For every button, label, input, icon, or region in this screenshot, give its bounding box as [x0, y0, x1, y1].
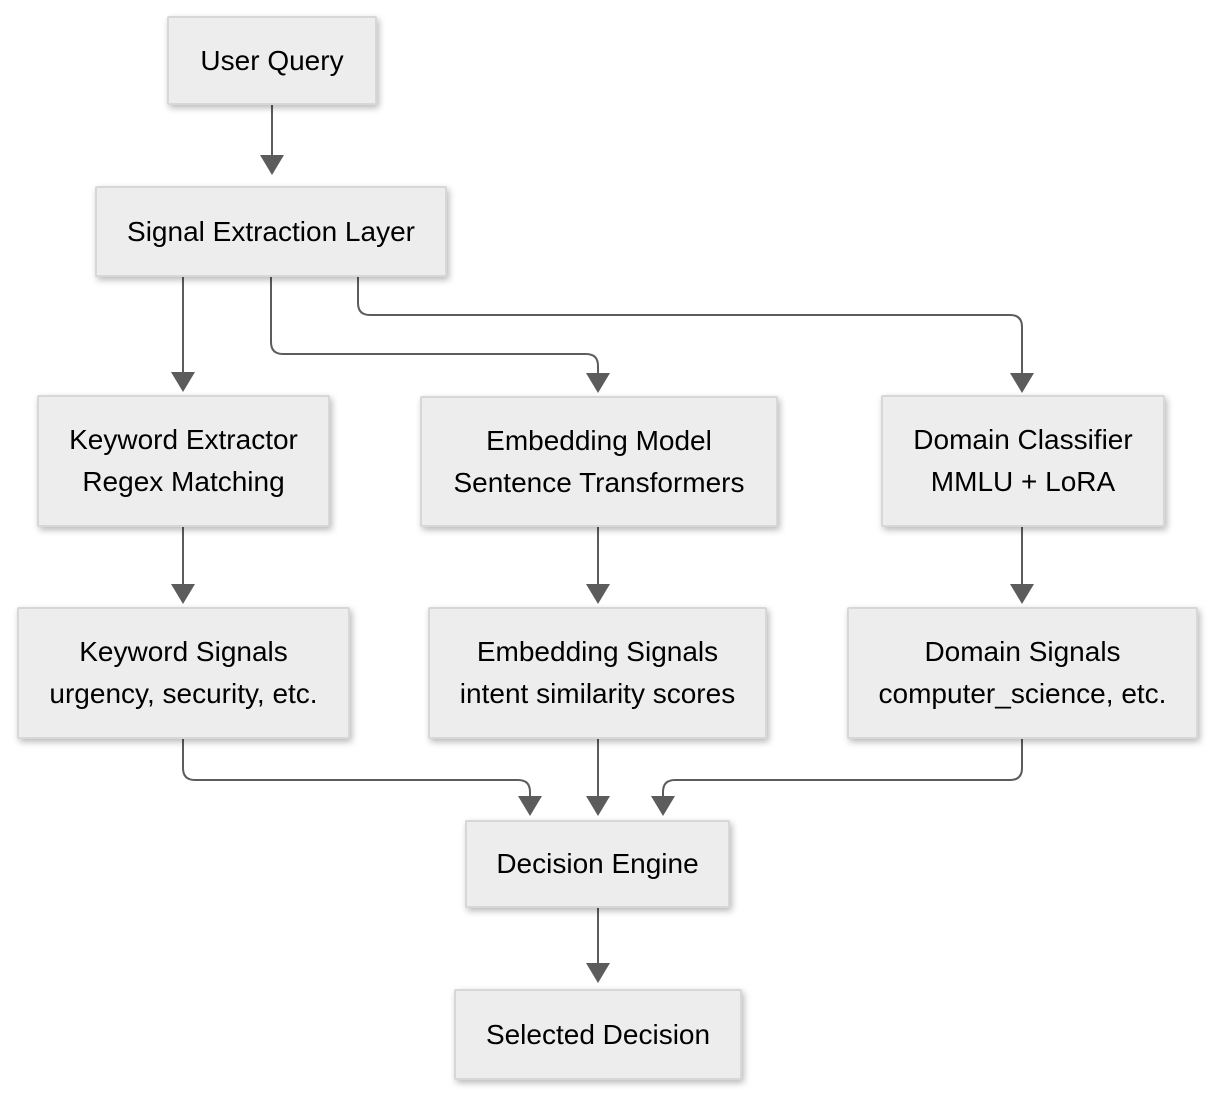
- node-label: Embedding Model: [486, 424, 712, 456]
- node-user-query: User Query: [167, 16, 377, 105]
- node-decision-engine: Decision Engine: [465, 820, 730, 908]
- edge-signal-extraction-to-embedding-model: [270, 277, 610, 393]
- node-label: Decision Engine: [496, 848, 699, 879]
- edge-keyword-signals-to-decision-engine: [182, 739, 542, 816]
- node-embedding-signals: Embedding Signals intent similarity scor…: [428, 607, 767, 739]
- node-domain-signals: Domain Signals computer_science, etc.: [847, 607, 1198, 739]
- node-domain-classifier: Domain Classifier MMLU + LoRA: [881, 395, 1165, 527]
- node-label: Keyword Signals: [79, 636, 288, 667]
- node-label: Signal Extraction Layer: [127, 215, 415, 247]
- node-selected-decision: Selected Decision: [454, 989, 742, 1080]
- node-label: User Query: [200, 44, 344, 76]
- node-embedding-model: Embedding Model Sentence Transformers: [420, 396, 778, 527]
- node-sublabel: MMLU + LoRA: [930, 466, 1116, 497]
- node-sublabel: urgency, security, etc.: [49, 678, 318, 709]
- node-signal-extraction-layer: Signal Extraction Layer: [95, 186, 447, 277]
- node-label: Embedding Signals: [476, 636, 719, 667]
- edge-signal-extraction-to-domain-classifier: [357, 277, 1034, 393]
- node-label: Keyword Extractor: [69, 424, 298, 455]
- node-label: Selected Decision: [485, 1018, 711, 1050]
- edge-domain-signals-to-decision-engine: [651, 739, 1023, 816]
- node-label: Domain Classifier: [913, 424, 1133, 455]
- node-keyword-extractor: Keyword Extractor Regex Matching: [37, 395, 330, 527]
- node-sublabel: Regex Matching: [82, 466, 285, 497]
- node-sublabel: Sentence Transformers: [453, 466, 745, 498]
- node-sublabel: intent similarity scores: [459, 678, 736, 709]
- node-sublabel: computer_science, etc.: [878, 678, 1167, 709]
- node-label: Domain Signals: [924, 636, 1121, 667]
- node-keyword-signals: Keyword Signals urgency, security, etc.: [17, 607, 350, 739]
